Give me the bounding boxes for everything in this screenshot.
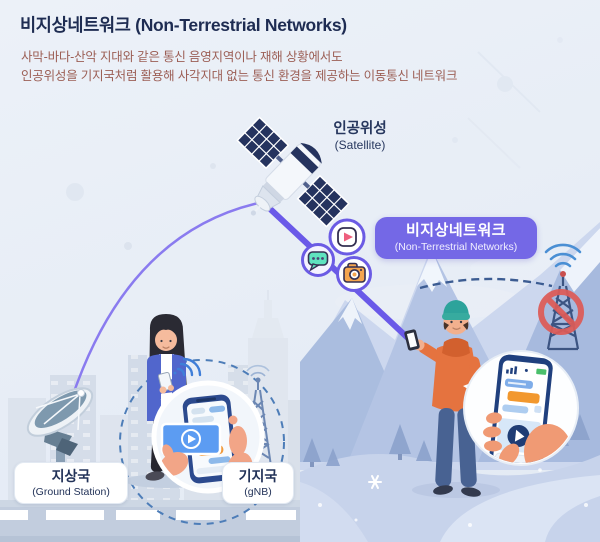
- ground-station-en: (Ground Station): [32, 485, 110, 498]
- ground-station-ko: 지상국: [51, 468, 91, 485]
- ntn-badge: 비지상네트워크 (Non-Terrestrial Networks): [375, 217, 537, 259]
- blocked-tower: [538, 243, 584, 351]
- play-icon: [328, 218, 366, 256]
- tower-wifi-icon: [544, 243, 582, 268]
- road-lane-dashes: [0, 510, 296, 520]
- gnb-en: (gNB): [244, 485, 272, 498]
- snowflake-icon: [368, 475, 382, 489]
- man-phone: [404, 329, 420, 351]
- phone-inset-right: [463, 350, 579, 466]
- satellite-label-ko: 인공위성: [333, 121, 387, 137]
- satellite-illustration: [236, 116, 350, 228]
- pine-trees: [303, 414, 590, 467]
- satellite-label: 인공위성 (Satellite): [325, 121, 395, 153]
- dashed-link-to-tower: [419, 277, 553, 290]
- subtitle-line-1: 사막-바다-산악 지대와 같은 통신 음영지역이나 재해 상황에서도: [21, 50, 343, 64]
- battery-icon: [536, 368, 547, 375]
- wifi-icon: [173, 357, 202, 377]
- subtitle-line-2: 인공위성을 기지국처럼 활용해 사각지대 없는 통신 환경을 제공하는 이동통신…: [21, 69, 458, 83]
- gnb-label: 기지국 (gNB): [222, 462, 294, 504]
- sky-decorations: [66, 37, 563, 250]
- ground-station-label: 지상국 (Ground Station): [14, 462, 128, 504]
- camera-icon: [336, 256, 372, 292]
- no-signal-icon: [538, 289, 584, 335]
- satellite-ground-link-line: [72, 200, 264, 393]
- phone-inset-left: [151, 380, 265, 494]
- snow-dots: [318, 468, 588, 527]
- page-title: 비지상네트워크 (Non-Terrestrial Networks): [20, 15, 347, 35]
- satellite-label-en: (Satellite): [334, 138, 386, 153]
- gnb-ko: 기지국: [238, 468, 278, 485]
- ntn-badge-ko: 비지상네트워크: [405, 222, 507, 240]
- dashed-network-circle: [119, 359, 285, 525]
- media-icon-cluster: [301, 218, 372, 292]
- chat-icon: [301, 243, 335, 277]
- signal-bars-icon: [505, 366, 518, 375]
- ntn-badge-en: (Non-Terrestrial Networks): [394, 241, 518, 254]
